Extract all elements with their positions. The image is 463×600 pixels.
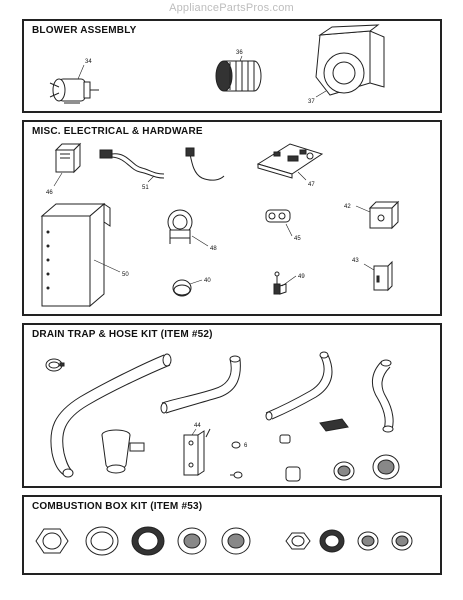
misc-electrical-hardware-illustration: 46 51 47 42 <box>40 142 400 308</box>
plug-part-40 <box>172 279 192 297</box>
blower-motor-part-34 <box>49 78 99 104</box>
coupling-small <box>279 434 291 444</box>
part-label-51: 51 <box>142 185 149 191</box>
blower-assembly-illustration: 34 36 37 <box>49 24 385 105</box>
bracket-part-44 <box>183 428 211 476</box>
part-label-49: 49 <box>298 274 305 280</box>
part-label-48: 48 <box>210 246 217 252</box>
grommet-small-1 <box>357 531 379 551</box>
circuit-board-part-47 <box>256 143 324 179</box>
part-label-46: 46 <box>46 190 53 196</box>
part-label-34: 34 <box>85 59 92 65</box>
drain-trap-hose-kit-title: DRAIN TRAP & HOSE KIT (ITEM #52) <box>32 329 213 340</box>
part-label-47: 47 <box>308 182 315 188</box>
part-label-37: 37 <box>308 99 315 105</box>
misc-electrical-hardware-panel: MISC. ELECTRICAL & HARDWARE 46 51 <box>22 120 442 316</box>
part-label-44: 44 <box>194 423 201 429</box>
part-label-36: 36 <box>236 50 243 56</box>
watermark: AppliancePartsPros.com <box>169 2 294 14</box>
grommet-medium <box>333 461 355 481</box>
gasket-ring-large <box>85 526 119 556</box>
grommet-large <box>372 454 400 480</box>
coupling-large <box>285 466 301 482</box>
hex-nut-small <box>285 532 311 550</box>
grommet-vented-1 <box>177 527 207 555</box>
relay-part-46 <box>54 142 82 174</box>
pressure-switch-part-48 <box>167 209 193 244</box>
drain-trap <box>101 429 145 474</box>
hose-clamp <box>45 358 65 372</box>
part-label-43: 43 <box>352 258 359 264</box>
wire-harness-part-51 <box>99 147 225 181</box>
drain-hose-elbow <box>372 359 394 433</box>
control-panel-part-50 <box>40 202 111 308</box>
blower-assembly-panel: BLOWER ASSEMBLY 34 36 <box>22 19 442 113</box>
part-label-40: 40 <box>204 278 211 284</box>
bushing-small <box>319 529 345 553</box>
drain-hose-long <box>50 353 172 478</box>
drain-hose-angled <box>265 351 333 421</box>
combustion-box-kit-illustration <box>35 526 413 556</box>
drain-trap-hose-kit-illustration: 44 6 <box>45 351 400 482</box>
grommet-vented-2 <box>221 527 251 555</box>
gasket-pad <box>319 418 349 432</box>
cover-plate-part-43 <box>373 260 393 292</box>
junction-box-part-42 <box>368 200 400 230</box>
clip <box>230 471 243 479</box>
bushing-large <box>131 526 165 556</box>
part-label-45: 45 <box>294 236 301 242</box>
capacitor-part-45 <box>265 209 291 223</box>
drain-trap-hose-kit-panel: DRAIN TRAP & HOSE KIT (ITEM #52) <box>22 323 442 488</box>
part-label-42: 42 <box>344 204 351 210</box>
sensor-part-49 <box>273 271 287 295</box>
part-label-50: 50 <box>122 272 129 278</box>
blower-assembly-title: BLOWER ASSEMBLY <box>32 25 137 36</box>
drain-hose-curved <box>160 355 241 414</box>
blower-housing-part-37 <box>315 24 385 96</box>
part-label-6: 6 <box>244 443 248 449</box>
combustion-box-kit-panel: COMBUSTION BOX KIT (ITEM #53) <box>22 495 442 575</box>
hex-nut-large <box>35 528 69 554</box>
ring-part-6 <box>231 441 241 449</box>
grommet-small-2 <box>391 531 413 551</box>
misc-electrical-hardware-title: MISC. ELECTRICAL & HARDWARE <box>32 126 203 137</box>
blower-wheel-part-36 <box>215 60 262 92</box>
combustion-box-kit-title: COMBUSTION BOX KIT (ITEM #53) <box>32 501 203 512</box>
